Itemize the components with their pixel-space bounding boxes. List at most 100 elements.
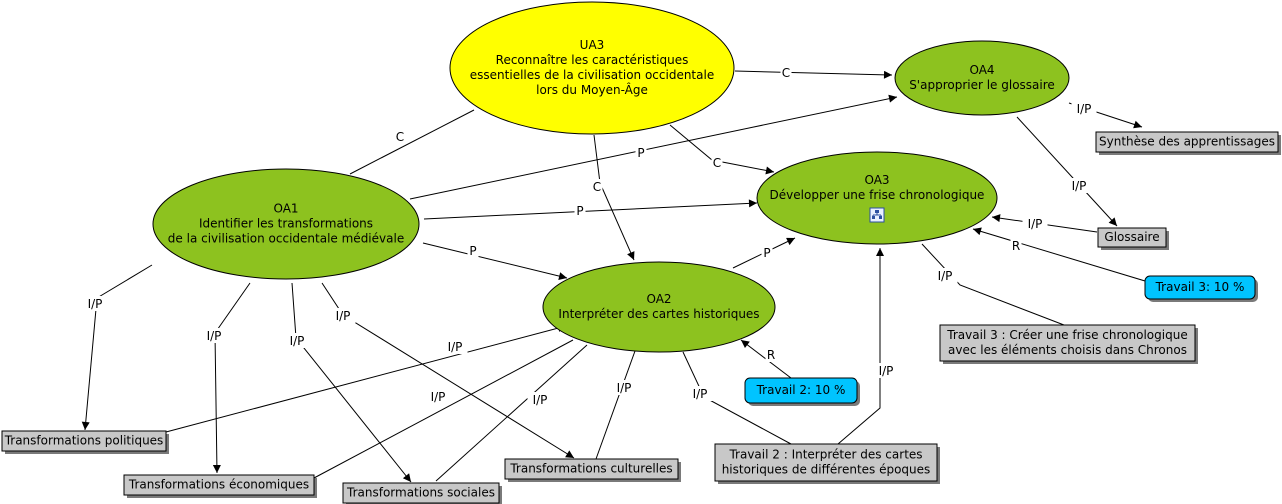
node-tpol-line: Transformations politiques xyxy=(4,434,164,448)
node-glossaire-line: Glossaire xyxy=(1104,230,1159,244)
svg-text:I/P: I/P xyxy=(879,364,894,378)
node-tsoc[interactable]: Transformations sociales xyxy=(342,482,502,504)
node-shape xyxy=(744,377,858,404)
edge-travail2-oa3 xyxy=(837,248,884,445)
node-ua3-line: Reconnaître les caractéristiques xyxy=(496,53,689,67)
svg-text:C: C xyxy=(396,130,404,144)
svg-text:I/P: I/P xyxy=(290,334,305,348)
node-synthese-line: Synthèse des apprentissages xyxy=(1099,135,1275,149)
node-oa1-line: de la civilisation occidentale médiévale xyxy=(168,232,404,246)
edge-ua3-oa4 xyxy=(734,70,893,79)
edge-label-oa3-travail3: I/P xyxy=(932,268,958,283)
node-shape xyxy=(1095,131,1279,153)
edge-label-ua3-oa4: C xyxy=(780,65,792,80)
svg-text:P: P xyxy=(763,246,770,260)
node-shape xyxy=(449,1,735,135)
node-glossaire[interactable]: Glossaire xyxy=(1097,227,1169,250)
node-shape xyxy=(123,474,315,496)
edge-oa1-teco xyxy=(212,282,251,474)
node-oa4-line: OA4 xyxy=(969,63,994,77)
svg-text:C: C xyxy=(593,180,601,194)
node-shape xyxy=(756,151,998,245)
diagram-icon xyxy=(869,207,885,223)
svg-text:I/P: I/P xyxy=(207,329,222,343)
edge-label-travail2pct-oa2: R xyxy=(765,347,777,362)
node-ua3-line: essentielles de la civilisation occident… xyxy=(470,68,714,82)
node-shape xyxy=(504,458,679,480)
node-shape xyxy=(342,482,500,504)
node-shape xyxy=(542,261,776,353)
edge-label-travail3pct-oa3: R xyxy=(1010,238,1022,253)
svg-text:I/P: I/P xyxy=(336,309,351,323)
node-shape xyxy=(939,324,1196,362)
svg-text:I/P: I/P xyxy=(938,269,953,283)
edge-oa3-travail3 xyxy=(921,243,1065,326)
svg-text:I/P: I/P xyxy=(693,387,708,401)
svg-text:I/P: I/P xyxy=(431,390,446,404)
node-travail2pct[interactable]: Travail 2: 10 % xyxy=(744,377,860,406)
node-travail3-line: Travail 3 : Créer une frise chronologiqu… xyxy=(946,328,1187,342)
node-oa2-line: OA2 xyxy=(646,292,671,306)
svg-text:I/P: I/P xyxy=(448,340,463,354)
svg-text:I/P: I/P xyxy=(1077,102,1092,116)
edge-label-oa2-tcul: I/P xyxy=(611,380,637,395)
node-shape xyxy=(1144,275,1256,300)
svg-text:C: C xyxy=(782,66,790,80)
svg-text:I/P: I/P xyxy=(533,393,548,407)
edge-label-ua3-oa1: C xyxy=(394,129,406,144)
node-shape xyxy=(894,40,1070,116)
svg-text:I/P: I/P xyxy=(88,297,103,311)
node-tpol[interactable]: Transformations politiques xyxy=(1,430,169,454)
node-shape xyxy=(1097,227,1167,248)
edge-oa1-oa3 xyxy=(423,199,758,220)
edge-label-travail2-oa3: I/P xyxy=(873,363,899,378)
edge-label-oa2-travail2: I/P xyxy=(687,386,713,401)
node-shape xyxy=(1,430,167,452)
edge-label-oa1-oa3: P xyxy=(574,203,586,218)
edge-travail3pct-oa3 xyxy=(972,227,1146,282)
svg-text:P: P xyxy=(637,146,644,160)
edge-label-oa2-tsoc: I/P xyxy=(527,392,553,407)
edge-label-ua3-oa3: C xyxy=(711,155,723,170)
edge-oa4-glossaire xyxy=(1016,116,1118,227)
node-travail3pct-line: Travail 3: 10 % xyxy=(1155,280,1245,294)
node-oa1-line: Identifier les transformations xyxy=(199,217,373,231)
node-ua3-line: lors du Moyen-Âge xyxy=(536,82,648,97)
node-oa1-line: OA1 xyxy=(273,202,298,216)
svg-text:C: C xyxy=(713,156,721,170)
svg-text:I/P: I/P xyxy=(1028,217,1043,231)
edge-label-oa4-synthese: I/P xyxy=(1071,101,1097,116)
node-synthese[interactable]: Synthèse des apprentissages xyxy=(1095,131,1281,155)
edge-label-oa1-tsoc: I/P xyxy=(284,333,310,348)
node-teco[interactable]: Transformations économiques xyxy=(123,474,317,498)
node-tcul-line: Transformations culturelles xyxy=(509,462,672,476)
edge-oa2-tsoc xyxy=(435,344,588,482)
node-travail2-line: historiques de différentes époques xyxy=(722,463,931,477)
edge-oa1-tcul xyxy=(321,282,575,459)
svg-text:I/P: I/P xyxy=(1072,179,1087,193)
node-travail2[interactable]: Travail 2 : Interpréter des carteshistor… xyxy=(714,443,940,484)
edge-label-ua3-oa2: C xyxy=(591,179,603,194)
node-teco-line: Transformations économiques xyxy=(128,478,309,492)
edge-label-oa1-tcul: I/P xyxy=(330,308,356,323)
node-tcul[interactable]: Transformations culturelles xyxy=(504,458,681,482)
node-tsoc-line: Transformations sociales xyxy=(346,486,495,500)
edge-label-oa4-glossaire: I/P xyxy=(1066,178,1092,193)
node-travail3pct[interactable]: Travail 3: 10 % xyxy=(1144,275,1258,302)
edge-tpol-oa2 xyxy=(165,324,567,433)
node-travail3[interactable]: Travail 3 : Créer une frise chronologiqu… xyxy=(939,324,1198,364)
edge-label-tpol-oa2: I/P xyxy=(442,339,468,354)
node-oa2-line: Interpréter des cartes historiques xyxy=(558,307,759,321)
edge-oa2-tcul xyxy=(595,350,636,460)
edge-oa2-teco xyxy=(313,339,574,479)
svg-text:P: P xyxy=(469,244,476,258)
edge-label-oa2-oa3: P xyxy=(761,245,773,260)
svg-text:R: R xyxy=(1012,239,1020,253)
svg-text:I/P: I/P xyxy=(617,381,632,395)
